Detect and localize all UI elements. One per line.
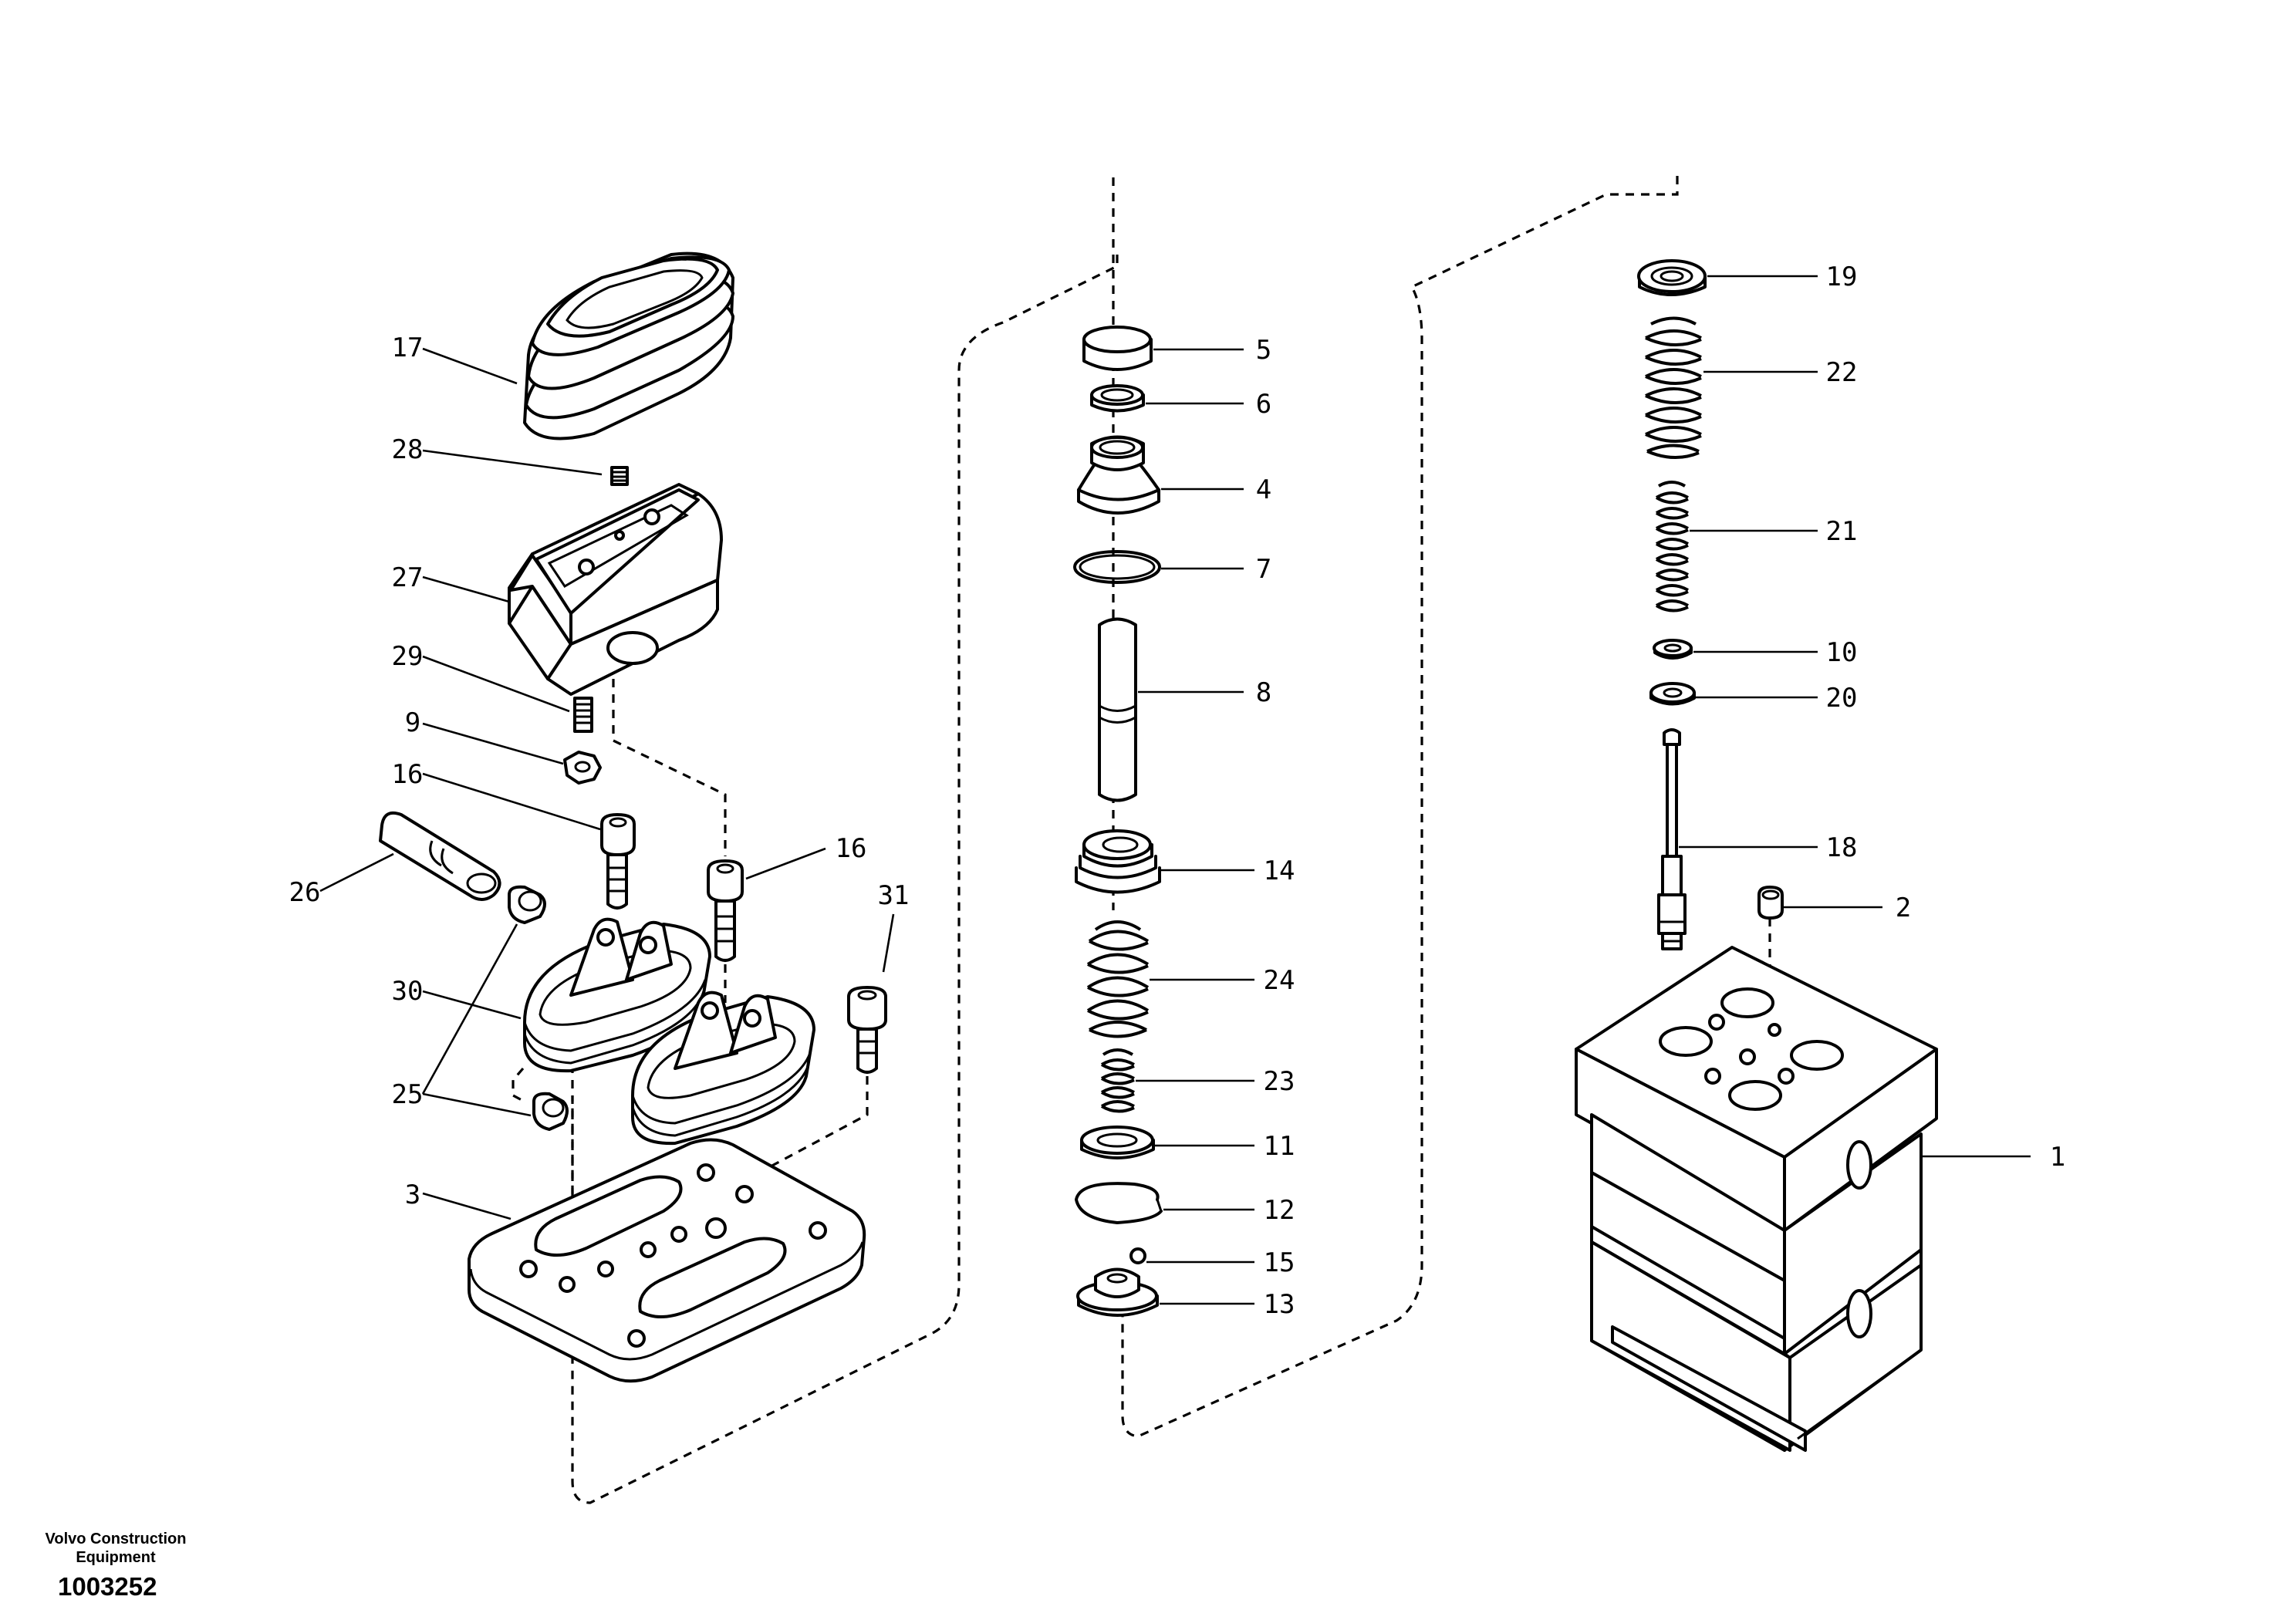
- cap-screw-31: [847, 986, 887, 1074]
- callout-9: 9: [405, 707, 420, 738]
- callout-18: 18: [1826, 832, 1858, 863]
- washer-10: [1653, 639, 1693, 660]
- callout-19: 19: [1826, 262, 1858, 292]
- callout-25: 25: [392, 1079, 424, 1110]
- callout-4: 4: [1256, 474, 1271, 505]
- plug-4: [1077, 435, 1160, 515]
- spool-18: [1657, 728, 1687, 950]
- spring-23: [1100, 1048, 1135, 1113]
- callout-27: 27: [392, 562, 424, 593]
- callout-labels: 1 2 3 4 5 6 7 8 9 10 11 12 13 14 15 16 1…: [289, 262, 2066, 1320]
- callout-16-right: 16: [836, 833, 867, 864]
- spring-21: [1655, 481, 1689, 613]
- bushing-5: [1082, 326, 1153, 371]
- washer-11: [1080, 1126, 1155, 1159]
- push-rod-holder-30-right: [631, 991, 815, 1146]
- cap-screw-16-left: [600, 813, 636, 910]
- callout-23: 23: [1264, 1066, 1295, 1097]
- cam-plate-27: [508, 483, 723, 696]
- company-name-line-1: Volvo Construction: [45, 1531, 187, 1547]
- bellows-boot-17: [523, 251, 734, 440]
- callout-26: 26: [289, 877, 321, 908]
- retainer-13: [1076, 1267, 1159, 1317]
- callout-30: 30: [392, 976, 424, 1007]
- washer-20: [1649, 682, 1696, 706]
- nut-9: [563, 751, 602, 785]
- callout-22: 22: [1826, 357, 1858, 388]
- figure-number: 1003252: [58, 1572, 157, 1601]
- spring-seat-14: [1075, 829, 1161, 894]
- callout-1: 1: [2050, 1142, 2065, 1173]
- o-ring-7: [1073, 550, 1161, 584]
- callout-14: 14: [1264, 856, 1295, 886]
- callout-15: 15: [1264, 1247, 1295, 1278]
- cap-screw-16-right: [707, 859, 744, 962]
- callout-2: 2: [1896, 893, 1911, 923]
- callout-31: 31: [878, 880, 910, 911]
- push-rod-holder-30-left: [523, 917, 711, 1073]
- callout-20: 20: [1826, 683, 1858, 714]
- callout-8: 8: [1256, 677, 1271, 708]
- callout-21: 21: [1826, 516, 1858, 547]
- callout-13: 13: [1264, 1289, 1295, 1320]
- ball-15: [1129, 1247, 1146, 1264]
- callout-24: 24: [1264, 965, 1295, 996]
- snap-ring-12: [1075, 1182, 1163, 1224]
- callout-17: 17: [392, 332, 424, 363]
- callout-7: 7: [1256, 554, 1271, 585]
- company-credit: Volvo Construction Equipment: [39, 1530, 193, 1567]
- leader-lines: [319, 275, 2031, 1305]
- callout-29: 29: [392, 641, 424, 672]
- callout-6: 6: [1256, 389, 1271, 420]
- seal-6: [1090, 384, 1145, 413]
- callout-5: 5: [1256, 335, 1271, 366]
- callout-3: 3: [405, 1180, 420, 1210]
- base-plate-3: [468, 1138, 866, 1383]
- spring-22: [1645, 316, 1702, 460]
- setscrew-28: [610, 466, 629, 486]
- push-rod-8: [1098, 617, 1137, 802]
- callout-16-left: 16: [392, 759, 424, 790]
- callout-10: 10: [1826, 637, 1858, 668]
- pin-26: [379, 811, 501, 901]
- bushing-25-bottom: [532, 1092, 569, 1131]
- company-name-line-2: Equipment: [76, 1549, 156, 1566]
- spring-24: [1086, 920, 1150, 1038]
- bushing-25-top: [508, 885, 546, 924]
- callout-11: 11: [1264, 1131, 1295, 1162]
- spring-seat-19: [1637, 259, 1707, 296]
- callout-12: 12: [1264, 1195, 1295, 1226]
- setscrew-29: [573, 697, 593, 733]
- valve-body-1: [1575, 946, 1938, 1452]
- callout-28: 28: [392, 434, 424, 465]
- plug-2: [1757, 886, 1784, 920]
